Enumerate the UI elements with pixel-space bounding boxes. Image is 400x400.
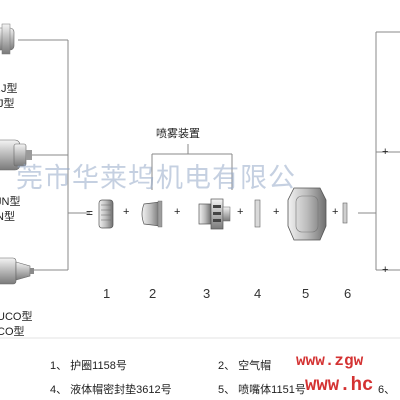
part-2-air-cap-icon [141,200,163,228]
legend-item-1: 1、 护圈1158号 [50,360,127,372]
legend-item-4: 4、 液体帽密封垫3612号 [50,384,172,396]
part-number-1: 1 [103,286,111,301]
type-connector-lines [18,39,90,271]
type-label-jn-a: JN型 [0,196,21,208]
legend-item-5: 5、 喷嘴体1151号 [218,384,306,396]
part-5-nozzle-body-icon [287,187,327,241]
part-number-3: 3 [203,286,211,301]
equals-sign: = [86,206,94,220]
part-number-5: 5 [302,286,310,301]
nozzle-j-icon [0,23,15,55]
part-3-fluid-cap-icon [198,198,231,230]
type-label-uco-a: UCO型 [0,311,33,323]
part-number-4: 4 [254,286,262,301]
assembly-title: 喷雾装置 [156,128,200,140]
plus-sign: + [382,264,389,276]
plus-sign: + [332,206,339,218]
legend-item-6: 6、 [378,384,396,396]
type-label-j-a: .J型 [0,83,18,95]
type-label-jn-b: N型 [0,211,15,223]
part-6-seal-icon [342,202,348,224]
legend-item-2: 2、 空气帽 [218,360,272,372]
type-label-uco-b: CO型 [0,326,25,338]
url-watermark-top: www.zgw [296,352,364,370]
part-1-ring-icon [98,199,114,229]
nozzle-jn-icon [0,139,32,171]
part-number-6: 6 [344,286,352,301]
assembly-bracket [151,144,233,190]
plus-sign: + [237,206,244,218]
nozzle-uco-icon [0,257,34,285]
right-connector-lines [358,31,400,271]
watermark-text: 莞市华莱坞机电有限公 [16,163,296,193]
plus-sign: + [174,206,181,218]
plus-sign: + [273,206,280,218]
plus-sign: + [123,206,130,218]
type-label-j-b: J型 [0,98,15,110]
plus-sign: + [382,146,389,158]
url-watermark-bottom: www.hc [305,374,374,396]
part-number-2: 2 [149,286,157,301]
part-4-gasket-icon [254,199,261,228]
